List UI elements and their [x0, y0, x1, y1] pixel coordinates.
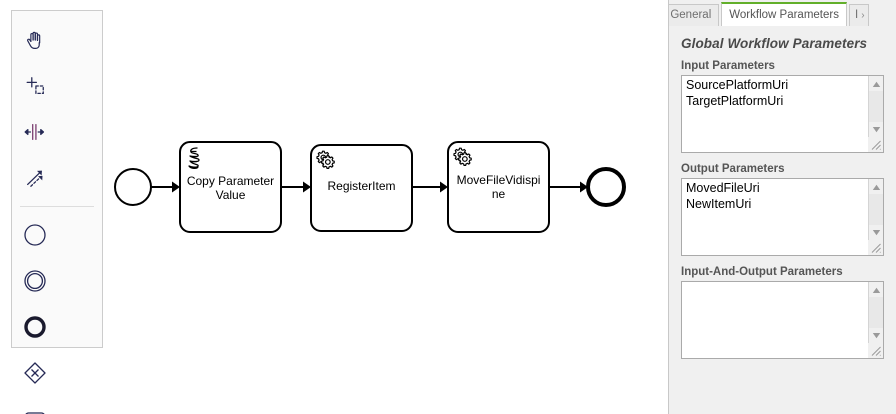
- scroll-up-arrow-icon[interactable]: [869, 283, 883, 297]
- intermediate-event-icon: [22, 268, 48, 294]
- palette-tools-group: [12, 17, 102, 201]
- input-parameters-group: Input Parameters SourcePlatformUri Targe…: [681, 60, 884, 153]
- start-event-icon: [22, 222, 48, 248]
- service-task-icon: [453, 147, 472, 166]
- tab-more-label: I: [854, 9, 859, 21]
- task-label: ne: [492, 187, 506, 201]
- palette-divider: [20, 206, 94, 207]
- input-and-output-parameters-group: Input-And-Output Parameters: [681, 266, 884, 359]
- bpmn-diagram[interactable]: Copy Parameter Value RegisterItem: [0, 0, 668, 414]
- scrollbar-track[interactable]: [869, 194, 883, 225]
- panel-heading: Global Workflow Parameters: [681, 36, 868, 51]
- end-event[interactable]: [586, 167, 626, 207]
- palette-shapes-group: [12, 212, 102, 414]
- lasso-tool-button[interactable]: [12, 63, 58, 109]
- intermediate-event-button[interactable]: [12, 258, 58, 304]
- list-item[interactable]: TargetPlatformUri: [686, 94, 784, 108]
- properties-panel-body: Global Workflow Parameters Input Paramet…: [669, 26, 896, 414]
- scrollbar-track[interactable]: [869, 297, 883, 328]
- tab-workflow-parameters[interactable]: Workflow Parameters: [721, 2, 847, 26]
- global-connect-tool-icon: [24, 167, 46, 189]
- input-parameters-label: Input Parameters: [681, 60, 775, 72]
- task-move-file-vidispine[interactable]: MoveFileVidispi ne: [447, 141, 550, 233]
- output-parameters-group: Output Parameters MovedFileUri NewItemUr…: [681, 163, 884, 256]
- diagram-canvas[interactable]: Copy Parameter Value RegisterItem: [0, 0, 668, 414]
- task-button[interactable]: [12, 396, 58, 414]
- task-label: Value: [216, 188, 246, 202]
- lasso-tool-icon: [24, 75, 46, 97]
- tab-general-label: General: [670, 9, 712, 21]
- resize-grip-icon[interactable]: [868, 137, 883, 152]
- scrollbar-vertical[interactable]: [868, 76, 883, 152]
- scroll-up-arrow-icon[interactable]: [869, 77, 883, 91]
- output-parameters-listbox[interactable]: MovedFileUri NewItemUri: [681, 178, 884, 256]
- gateway-icon: [22, 360, 48, 386]
- task-label: RegisterItem: [327, 179, 395, 193]
- input-and-output-parameters-listbox[interactable]: [681, 281, 884, 359]
- hand-tool-button[interactable]: [12, 17, 58, 63]
- space-tool-button[interactable]: [12, 109, 58, 155]
- sequence-flow-1[interactable]: [151, 181, 180, 193]
- space-tool-icon: [24, 121, 46, 143]
- task-label: Copy Parameter: [187, 174, 274, 188]
- sequence-flow-2[interactable]: [281, 181, 311, 193]
- properties-tabstrip[interactable]: ‹ General Workflow Parameters I ›: [669, 0, 896, 26]
- scrollbar-vertical[interactable]: [868, 282, 883, 358]
- global-connect-tool-button[interactable]: [12, 155, 58, 201]
- task-icon: [22, 406, 48, 414]
- list-item[interactable]: NewItemUri: [686, 197, 752, 211]
- list-item[interactable]: MovedFileUri: [686, 181, 760, 195]
- scroll-down-arrow-icon[interactable]: [869, 122, 883, 136]
- scroll-up-arrow-icon[interactable]: [869, 180, 883, 194]
- scrollbar-vertical[interactable]: [868, 179, 883, 255]
- task-copy-parameter-value[interactable]: Copy Parameter Value: [179, 141, 282, 233]
- gateway-button[interactable]: [12, 350, 58, 396]
- output-parameters-label: Output Parameters: [681, 163, 785, 175]
- resize-grip-icon[interactable]: [868, 240, 883, 255]
- start-event-button[interactable]: [12, 212, 58, 258]
- scroll-down-arrow-icon[interactable]: [869, 225, 883, 239]
- resize-grip-icon[interactable]: [868, 343, 883, 358]
- tab-workflow-parameters-label: Workflow Parameters: [729, 9, 839, 21]
- script-task-icon: [188, 147, 200, 170]
- tab-more[interactable]: I ›: [848, 4, 869, 26]
- scroll-down-arrow-icon[interactable]: [869, 328, 883, 342]
- input-and-output-parameters-label: Input-And-Output Parameters: [681, 266, 843, 278]
- tab-general[interactable]: ‹ General: [669, 4, 720, 26]
- sequence-flow-4[interactable]: [549, 181, 588, 193]
- start-event[interactable]: [114, 168, 152, 206]
- input-parameters-listbox[interactable]: SourcePlatformUri TargetPlatformUri: [681, 75, 884, 153]
- service-task-icon: [316, 150, 335, 169]
- sequence-flow-3[interactable]: [412, 181, 448, 193]
- bpmn-palette[interactable]: [11, 10, 103, 414]
- list-item[interactable]: SourcePlatformUri: [686, 78, 789, 92]
- output-parameters-items[interactable]: MovedFileUri NewItemUri: [682, 179, 867, 255]
- properties-panel[interactable]: ‹ General Workflow Parameters I › Global…: [668, 0, 896, 414]
- task-label: MoveFileVidispi: [457, 173, 541, 187]
- end-event-icon: [22, 314, 48, 340]
- scrollbar-track[interactable]: [869, 91, 883, 122]
- hand-tool-icon: [24, 29, 46, 51]
- input-and-output-parameters-items[interactable]: [682, 282, 867, 358]
- end-event-button[interactable]: [12, 304, 58, 350]
- input-parameters-items[interactable]: SourcePlatformUri TargetPlatformUri: [682, 76, 867, 152]
- task-register-item[interactable]: RegisterItem: [310, 144, 413, 232]
- chevron-right-icon: ›: [861, 10, 865, 21]
